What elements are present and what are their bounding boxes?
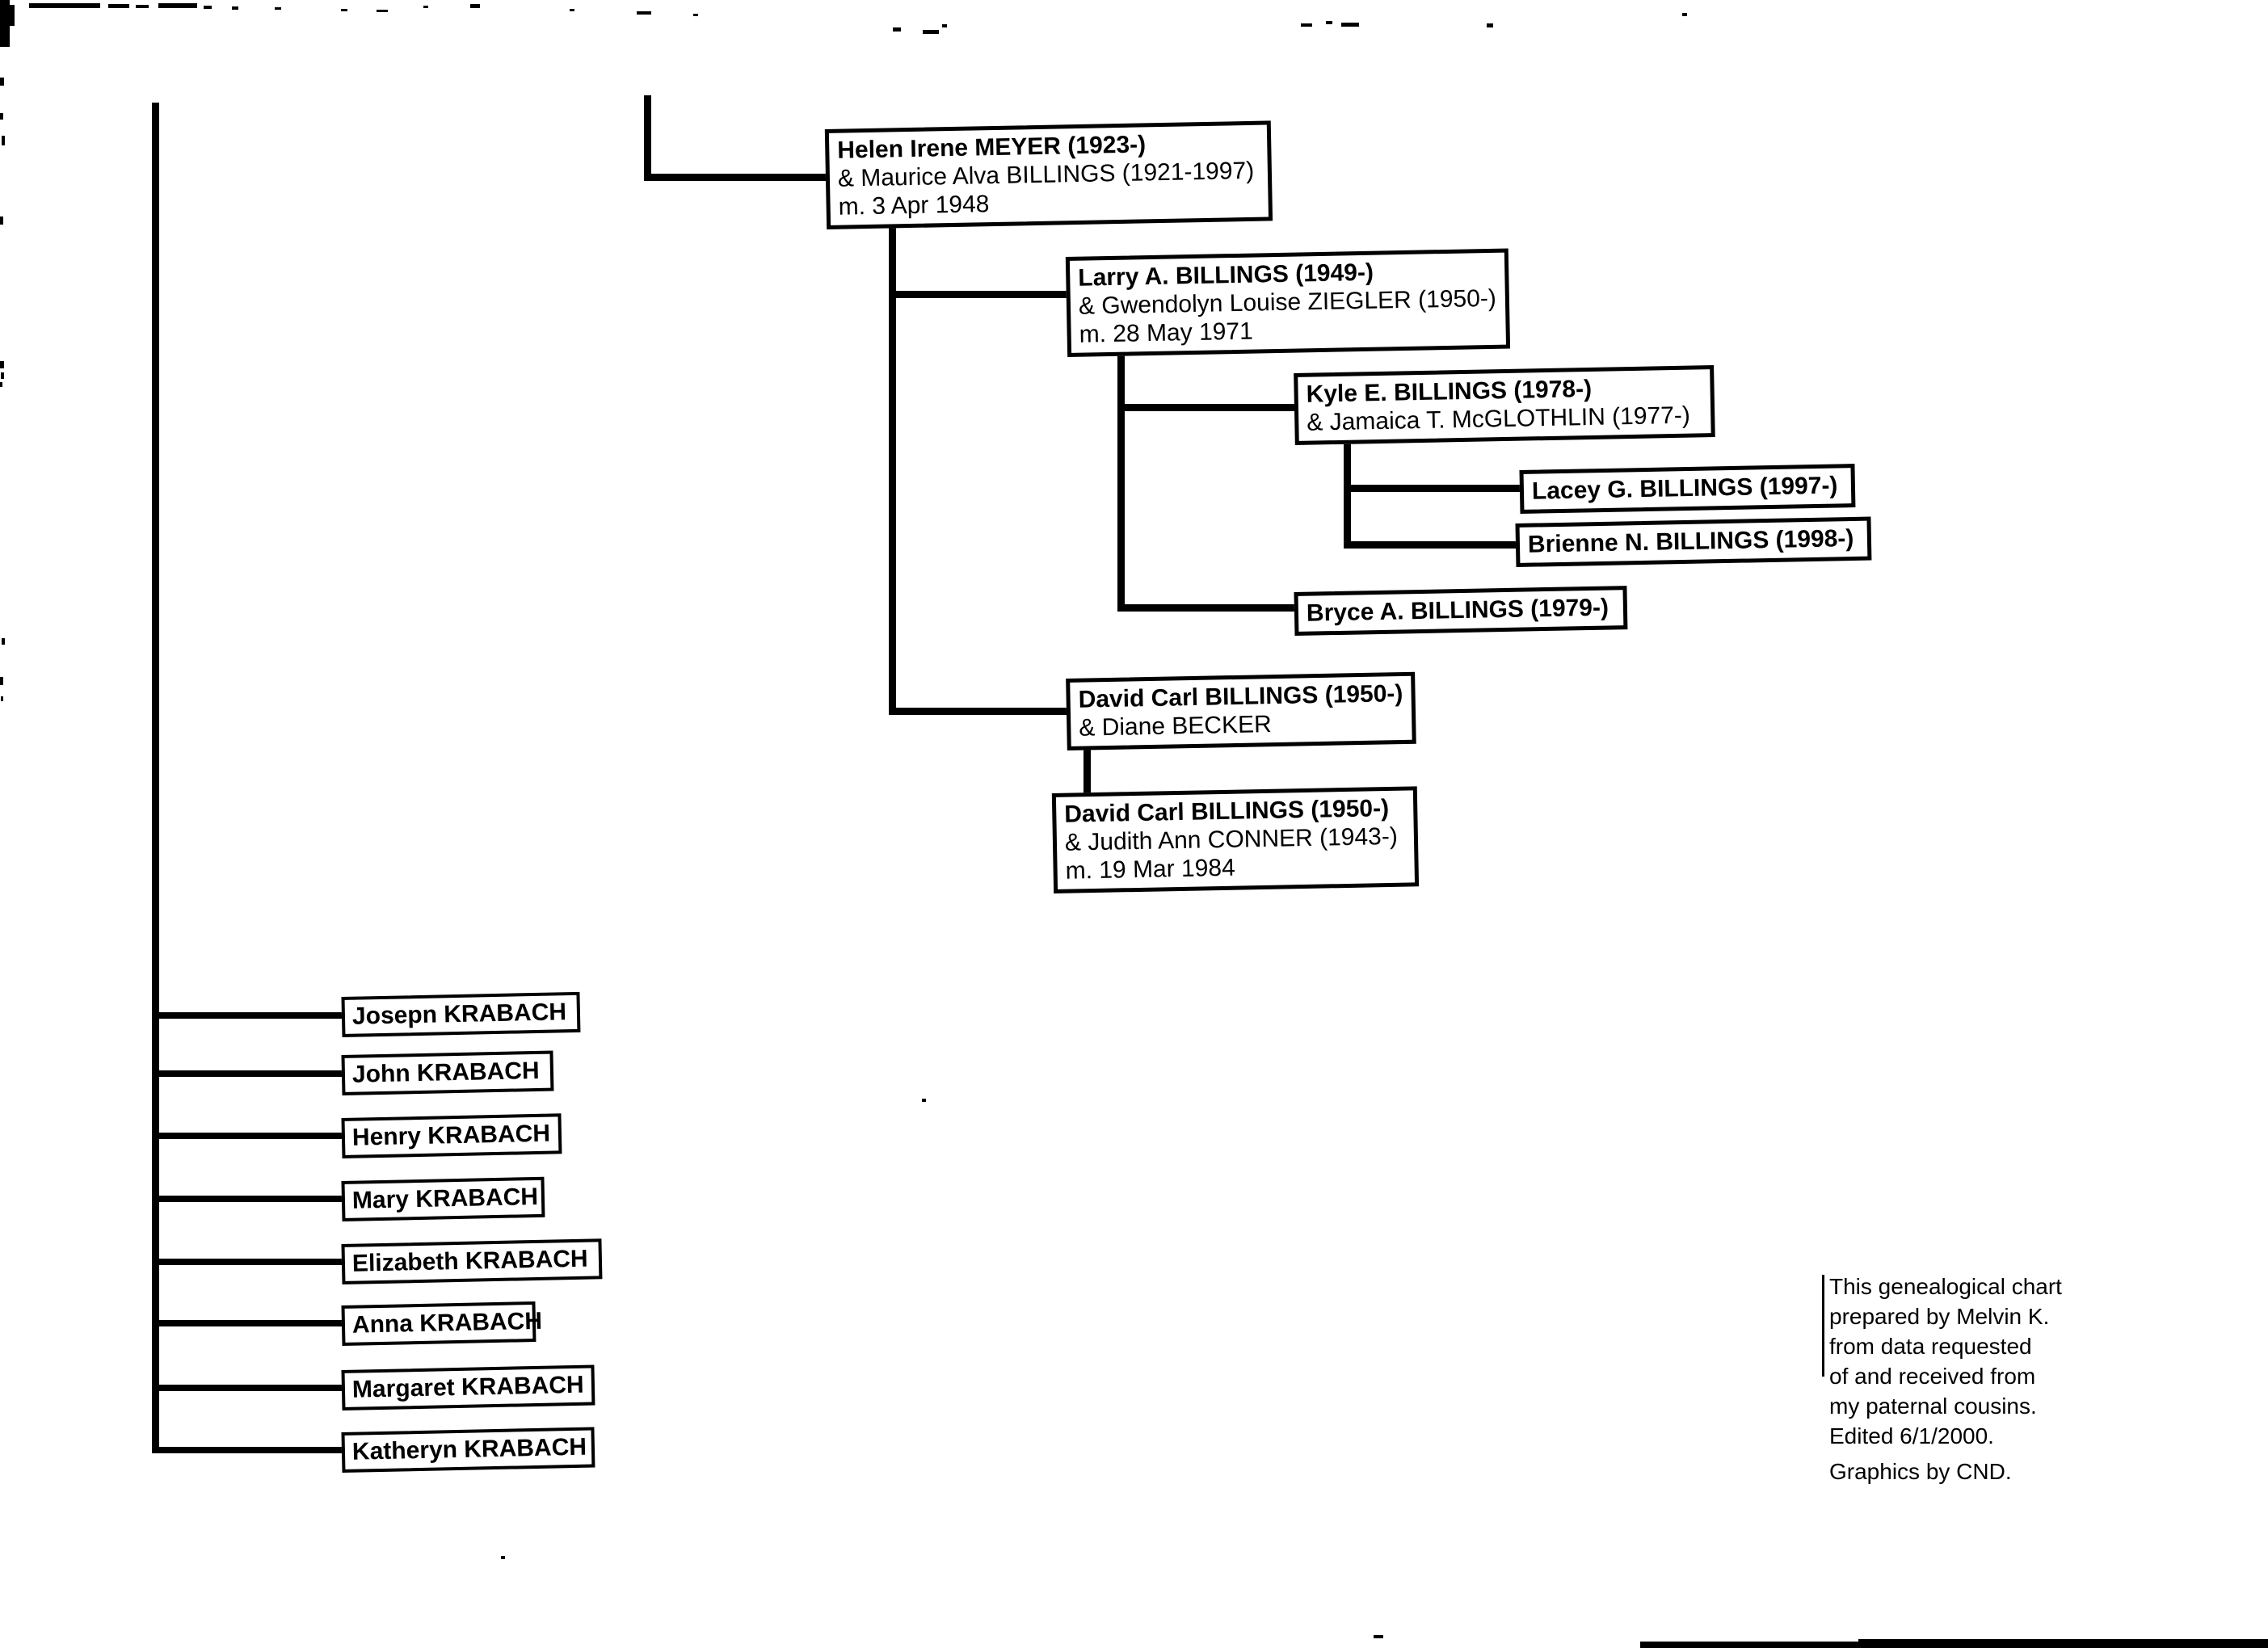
person-box-bryce-billings: Bryce A. BILLINGS (1979-) <box>1294 586 1628 636</box>
person-box-john-krabach: John KRABACH <box>341 1050 554 1095</box>
scan-artifact <box>922 1099 926 1102</box>
connector-david-remarriage-vertical <box>1084 740 1091 795</box>
connector-larry-descent-vertical <box>1117 339 1125 612</box>
person-box-mary-krabach: Mary KRABACH <box>341 1176 545 1221</box>
scan-artifact <box>275 7 281 10</box>
scan-artifact <box>1858 1639 2268 1648</box>
connector-branch-mary <box>152 1196 346 1202</box>
scan-artifact <box>501 1556 505 1559</box>
person-name: Bryce A. BILLINGS (1979-) <box>1306 594 1609 627</box>
connector-branch-anna <box>152 1320 346 1326</box>
scan-artifact <box>0 78 4 86</box>
connector-branch-kyle <box>1117 404 1298 411</box>
scan-artifact <box>1374 1635 1383 1638</box>
person-box-lacey-billings: Lacey G. BILLINGS (1997-) <box>1519 464 1856 514</box>
scan-artifact <box>1301 23 1312 27</box>
connector-branch-josepn <box>152 1012 346 1019</box>
scan-artifact <box>232 6 238 10</box>
scan-artifact <box>923 30 939 34</box>
scan-artifact <box>1487 23 1493 27</box>
scan-artifact <box>377 10 388 12</box>
person-box-henry-krabach: Henry KRABACH <box>341 1113 562 1158</box>
connector-branch-david <box>889 708 1070 715</box>
person-box-david-billings-becker: David Carl BILLINGS (1950-) & Diane BECK… <box>1066 671 1416 750</box>
connector-branch-bryce <box>1117 604 1298 612</box>
connector-branch-elizabeth <box>152 1259 346 1265</box>
scan-artifact <box>341 9 347 11</box>
scan-artifact <box>0 113 3 120</box>
note-line: Edited 6/1/2000. <box>1829 1423 1994 1448</box>
note-line: my paternal cousins. <box>1829 1394 2037 1419</box>
scan-artifact <box>1682 13 1687 16</box>
scan-artifact <box>637 11 651 15</box>
connector-branch-john <box>152 1070 346 1077</box>
scan-artifact <box>1 372 4 379</box>
person-box-anna-krabach: Anna KRABACH <box>341 1301 542 1346</box>
person-box-katheryn-krabach: Katheryn KRABACH <box>341 1427 595 1473</box>
person-name: Henry KRABACH <box>351 1120 551 1151</box>
scan-artifact <box>942 24 947 27</box>
person-name: Brienne N. BILLINGS (1998-) <box>1527 524 1854 558</box>
scan-artifact <box>108 4 129 8</box>
note-block: This genealogical chart prepared by Melv… <box>1829 1272 2062 1486</box>
person-box-kyle-billings: Kyle E. BILLINGS (1978-) & Jamaica T. Mc… <box>1294 365 1715 445</box>
note-left-rule <box>1822 1275 1824 1377</box>
note-line: of and received from <box>1829 1364 2036 1389</box>
note-line: This genealogical chart <box>1829 1274 2062 1299</box>
person-name: John KRABACH <box>351 1057 540 1088</box>
connector-helen-descent-vertical <box>889 212 896 715</box>
person-name: Margaret KRABACH <box>351 1371 584 1403</box>
scan-artifact <box>136 5 149 8</box>
person-box-margaret-krabach: Margaret KRABACH <box>341 1364 595 1410</box>
scan-artifact <box>1326 21 1332 24</box>
person-box-brienne-billings: Brienne N. BILLINGS (1998-) <box>1515 516 1872 567</box>
scan-artifact <box>0 217 3 225</box>
scan-artifact <box>204 6 212 9</box>
person-name: Josepn KRABACH <box>351 998 567 1030</box>
person-marriage: m. 19 Mar 1984 <box>1065 854 1236 885</box>
connector-krabach-spine-vertical <box>152 103 159 1453</box>
connector-branch-brienne <box>1344 541 1519 549</box>
note-line: prepared by Melvin K. <box>1829 1304 2050 1329</box>
scan-artifact <box>158 3 197 8</box>
scan-artifact <box>0 361 4 368</box>
connector-parent-stub-vertical <box>644 95 651 181</box>
scan-artifact <box>0 382 2 387</box>
scan-artifact <box>0 677 3 685</box>
connector-branch-larry <box>889 291 1070 298</box>
person-box-david-billings-conner: David Carl BILLINGS (1950-) & Judith Ann… <box>1051 786 1420 893</box>
person-name: Mary KRABACH <box>351 1183 539 1214</box>
person-name: Katheryn KRABACH <box>351 1433 587 1465</box>
scan-artifact <box>893 27 901 32</box>
person-name: Elizabeth KRABACH <box>351 1245 588 1277</box>
scan-artifact <box>1 696 3 701</box>
connector-branch-henry <box>152 1133 346 1139</box>
person-box-elizabeth-krabach: Elizabeth KRABACH <box>341 1238 603 1284</box>
person-box-larry-billings: Larry A. BILLINGS (1949-) & Gwendolyn Lo… <box>1065 248 1511 357</box>
person-spouse: & Diane BECKER <box>1079 711 1273 742</box>
person-name: Lacey G. BILLINGS (1997-) <box>1531 472 1838 505</box>
scan-artifact <box>423 6 428 8</box>
scan-artifact <box>2 136 5 145</box>
person-box-helen-meyer: Helen Irene MEYER (1923-) & Maurice Alva… <box>824 120 1273 229</box>
connector-branch-lacey <box>1344 485 1523 492</box>
person-box-josepn-krabach: Josepn KRABACH <box>341 991 581 1037</box>
connector-parent-to-helen <box>644 174 830 181</box>
scan-artifact <box>29 3 100 8</box>
note-line: Graphics by CND. <box>1829 1459 2012 1484</box>
scan-artifact <box>570 9 574 11</box>
scan-artifact <box>0 5 15 26</box>
person-name: Anna KRABACH <box>351 1307 543 1339</box>
scan-artifact <box>470 4 480 8</box>
connector-branch-margaret <box>152 1385 346 1391</box>
connector-branch-katheryn <box>152 1447 346 1453</box>
scan-artifact <box>2 638 5 645</box>
connector-kyle-descent-vertical <box>1344 436 1351 549</box>
note-line: from data requested <box>1829 1334 2032 1359</box>
scan-artifact <box>1341 23 1359 27</box>
scan-artifact <box>693 14 698 16</box>
